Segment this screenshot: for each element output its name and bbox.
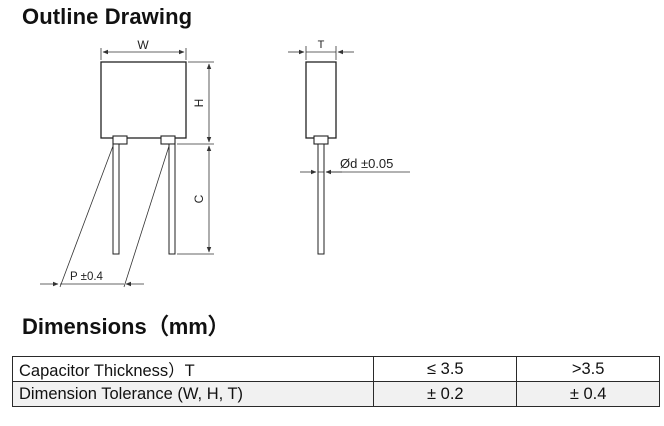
- side-lead: [317, 143, 325, 255]
- lead-diameter-label: Ød ±0.05: [340, 156, 393, 171]
- table-row: Capacitor Thickness）T ≤ 3.5 >3.5: [11, 356, 660, 382]
- row-value-2: >3.5: [516, 356, 660, 382]
- height-label: H: [192, 99, 206, 108]
- pitch-label: P ±0.4: [70, 271, 104, 283]
- row-value-1: ≤ 3.5: [373, 356, 518, 382]
- capacitor-body-side: [305, 61, 337, 139]
- page-title: Outline Drawing: [22, 4, 193, 29]
- thickness-label: T: [318, 39, 325, 51]
- lead-length-label: C: [192, 194, 206, 203]
- dimensions-title: Dimensions（mm）: [22, 314, 230, 339]
- lead-left: [112, 143, 120, 255]
- side-lead-tab: [313, 135, 329, 145]
- outline-drawing: W H C P ±0.4 T Ød ±0.05: [40, 38, 410, 288]
- lead-tab-right: [160, 135, 176, 145]
- row-value-1: ± 0.2: [373, 381, 518, 407]
- table-row: Dimension Tolerance (W, H, T) ± 0.2 ± 0.…: [11, 381, 660, 407]
- row-label: Dimension Tolerance (W, H, T): [11, 381, 375, 407]
- dimensions-table: Capacitor Thickness）T ≤ 3.5 >3.5 Dimensi…: [11, 356, 660, 407]
- capacitor-body-front: [100, 61, 187, 139]
- lead-right: [168, 143, 176, 255]
- lead-tab-left: [112, 135, 128, 145]
- row-value-2: ± 0.4: [516, 381, 660, 407]
- row-label: Capacitor Thickness）T: [11, 356, 375, 382]
- width-label: W: [137, 38, 149, 52]
